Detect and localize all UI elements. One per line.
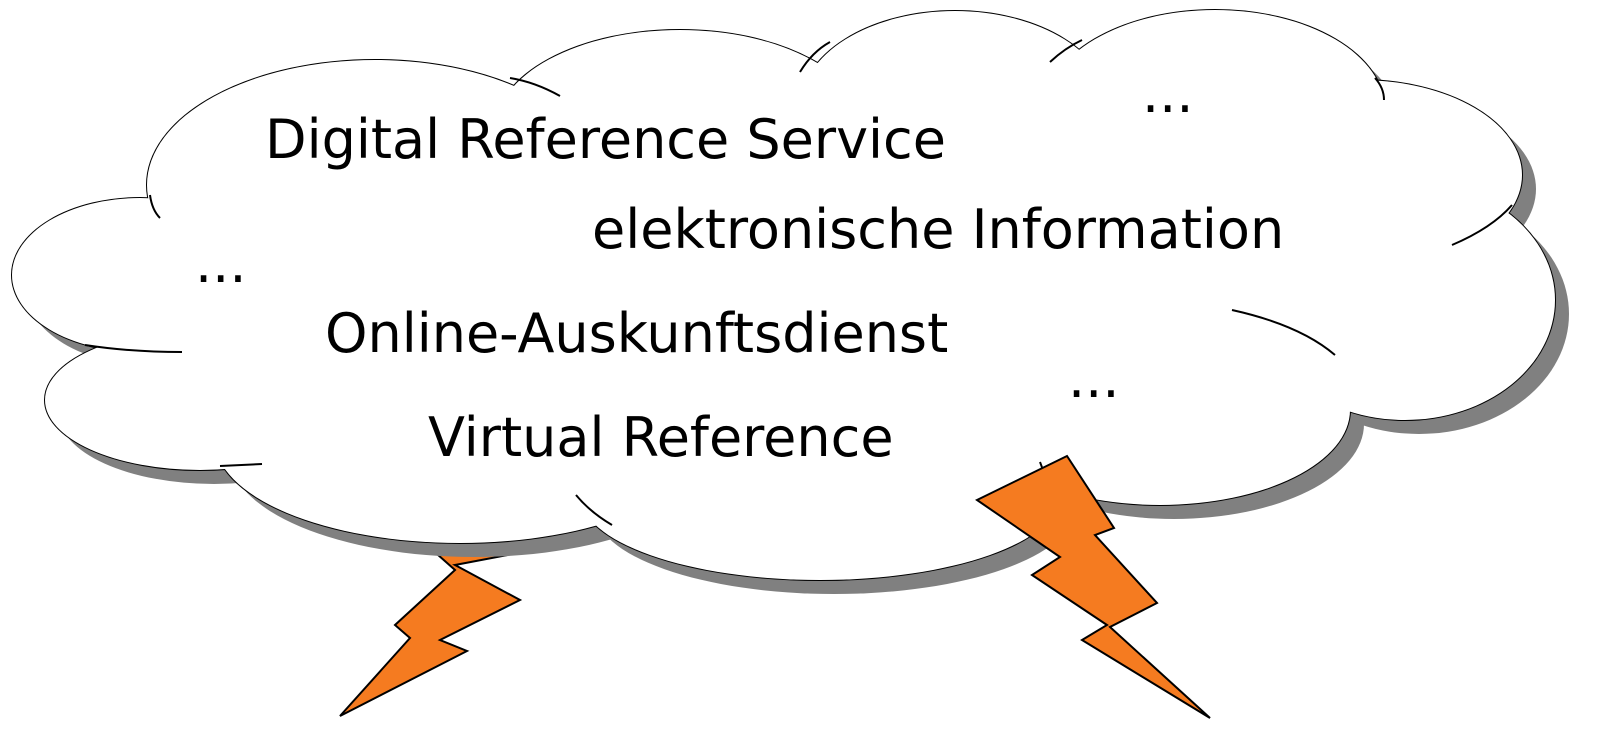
term-ellipsis-top-right: ... bbox=[1142, 62, 1194, 125]
lightning-bolt-left bbox=[339, 518, 561, 717]
term-virtual-reference: Virtual Reference bbox=[428, 406, 894, 469]
cloud-body bbox=[12, 10, 1555, 580]
term-ellipsis-right: ... bbox=[1068, 347, 1120, 410]
term-elektronische-information: elektronische Information bbox=[592, 198, 1284, 261]
term-online-auskunftsdienst: Online-Auskunftsdienst bbox=[325, 302, 948, 365]
term-digital-reference-service: Digital Reference Service bbox=[265, 108, 946, 171]
term-ellipsis-left: ... bbox=[195, 232, 247, 295]
lightning-bolt-right bbox=[975, 454, 1211, 719]
